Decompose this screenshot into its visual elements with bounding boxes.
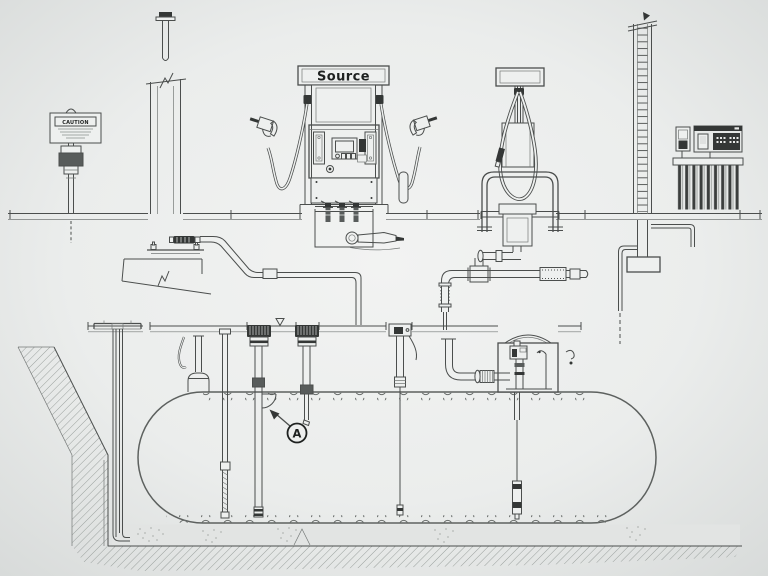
tank-level-probe	[512, 480, 522, 520]
probe-wiring	[677, 165, 739, 210]
keypad	[357, 154, 367, 163]
satellite-nozzle	[494, 147, 505, 168]
vent-pipe-right	[651, 224, 695, 247]
ladder-rungs	[637, 27, 648, 212]
submersible-pump	[506, 340, 552, 390]
card-reader	[359, 139, 366, 152]
dispenser-sump	[314, 209, 374, 248]
detail-a-circle	[286, 422, 308, 444]
source-dispenser: Source	[249, 65, 438, 251]
ground-line	[8, 210, 762, 220]
leader-arrowhead	[269, 409, 280, 420]
pedestal-cap	[498, 203, 537, 215]
water-table-marker	[275, 318, 285, 327]
excavation-profile	[17, 346, 742, 571]
break-symbol	[159, 72, 174, 89]
valve-bonnet	[60, 145, 82, 154]
tank-top-ribs	[203, 392, 591, 401]
underground-storage-tank	[137, 391, 657, 524]
drop-tube	[254, 346, 263, 507]
gauge-pipe	[219, 328, 231, 519]
satellite-supply-piping	[438, 246, 589, 330]
sump-hose	[345, 231, 404, 251]
observation-well	[93, 320, 142, 542]
flex-section	[440, 287, 450, 303]
caution-sign-assembly: CAUTION	[49, 108, 102, 243]
dispenser-brand-text: Source	[317, 70, 370, 85]
detail-a-feature	[261, 393, 277, 409]
wiring-manifold	[672, 157, 744, 166]
buried-product-piping	[169, 236, 362, 325]
pipe-coupling	[262, 268, 278, 279]
flex-connector	[539, 267, 567, 281]
tank-monitor-console	[672, 125, 744, 210]
satellite-cabinet	[501, 122, 535, 168]
dispenser-base	[310, 177, 378, 204]
satellite-posts	[514, 86, 524, 125]
submersible-pump-sump	[441, 334, 575, 520]
riser-footing	[626, 256, 661, 273]
tank-bedding	[112, 524, 740, 546]
bell-fitting	[177, 335, 210, 392]
detail-a-text: A	[293, 427, 302, 441]
tee-fitting	[469, 265, 489, 283]
vent-riser-ladder	[618, 12, 695, 344]
sump-dipstick	[536, 350, 547, 389]
pedestal-sump	[502, 213, 533, 247]
lifting-hook	[565, 349, 575, 360]
fill-riser-1	[247, 325, 277, 518]
shear-valves	[320, 200, 361, 222]
monitoring-well-riser	[121, 12, 212, 295]
nozzle-right	[409, 115, 438, 136]
ad-panel	[311, 84, 376, 126]
valve-body	[59, 153, 83, 166]
sump-dome-lid	[504, 334, 552, 344]
tank-bottom-ribs	[166, 515, 608, 523]
satellite-dispenser	[477, 67, 563, 247]
price-display	[335, 140, 354, 153]
caution-sign-text: CAUTION	[62, 120, 89, 126]
probe-cable	[408, 335, 417, 361]
center-riser	[388, 323, 417, 516]
sign-fine-print	[58, 128, 93, 139]
detail-a-callout: A	[269, 409, 308, 444]
probe-riser	[514, 392, 520, 481]
vent-pipe-left	[618, 245, 637, 311]
pump-discharge-pipe	[441, 338, 510, 384]
sump-box	[497, 342, 559, 393]
fill-riser-2	[295, 325, 319, 427]
nozzle-left	[249, 116, 278, 137]
vapor-pole	[398, 171, 409, 204]
break-arrow	[643, 12, 650, 21]
hose-outlet-right	[375, 95, 384, 104]
well-cap	[159, 12, 172, 18]
sign-finial	[65, 108, 77, 114]
dispenser-posts	[304, 85, 383, 204]
flex-connector	[173, 236, 195, 244]
guard-rail	[481, 171, 559, 232]
hose-outlet-left	[303, 95, 312, 104]
concrete-anchor-section	[121, 258, 212, 295]
